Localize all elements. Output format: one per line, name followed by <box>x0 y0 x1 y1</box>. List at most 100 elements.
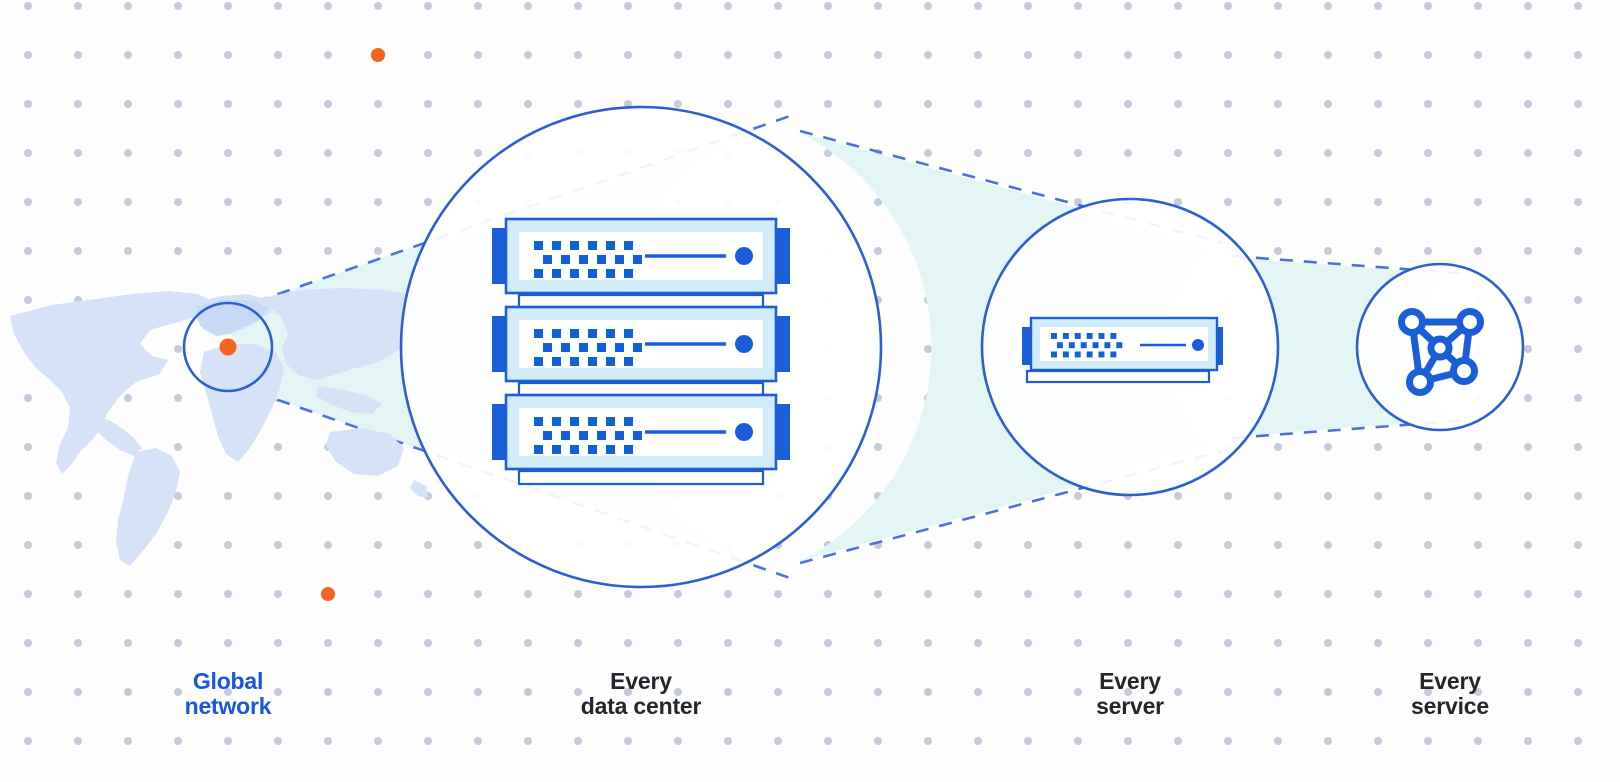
server-vent-square <box>633 431 642 440</box>
grid-dot <box>574 100 582 108</box>
grid-dot <box>874 590 882 598</box>
grid-dot <box>1374 639 1382 647</box>
grid-dot <box>1274 492 1282 500</box>
server-unit-1-led <box>735 247 753 265</box>
grid-dot <box>424 639 432 647</box>
grid-dot <box>724 590 732 598</box>
grid-dot <box>1074 2 1082 10</box>
grid-dot <box>1074 688 1082 696</box>
server-vent-square <box>606 357 615 366</box>
grid-dot <box>724 2 732 10</box>
server-vent-square <box>597 343 606 352</box>
grid-dot <box>1174 51 1182 59</box>
grid-dot <box>874 100 882 108</box>
single-server-shelf <box>1025 369 1211 384</box>
grid-dot <box>1274 2 1282 10</box>
grid-dot <box>474 541 482 549</box>
server-vent-square <box>615 255 624 264</box>
server-vent-square <box>633 255 642 264</box>
grid-dot <box>624 2 632 10</box>
grid-dot <box>274 100 282 108</box>
grid-dot <box>974 2 982 10</box>
grid-dot <box>674 51 682 59</box>
grid-dot <box>1574 443 1582 451</box>
grid-dot <box>974 51 982 59</box>
grid-dot <box>574 737 582 745</box>
grid-dot <box>724 51 732 59</box>
grid-dot <box>1174 492 1182 500</box>
server-unit-3-vents <box>534 417 642 454</box>
grid-dot <box>374 737 382 745</box>
grid-dot <box>774 688 782 696</box>
grid-dot <box>1524 100 1532 108</box>
server-vent-square <box>579 343 588 352</box>
grid-dot <box>1174 198 1182 206</box>
grid-dot <box>524 590 532 598</box>
caption-server: Every server <box>1096 668 1164 719</box>
grid-dot <box>1124 688 1132 696</box>
grid-dot <box>1524 149 1532 157</box>
grid-dot <box>524 639 532 647</box>
server-vent-square <box>543 343 552 352</box>
grid-dot <box>1124 590 1132 598</box>
grid-dot <box>274 247 282 255</box>
grid-dot <box>1024 149 1032 157</box>
mesh-node-top-right <box>1456 308 1484 336</box>
grid-dot <box>1424 247 1432 255</box>
grid-dot <box>24 443 32 451</box>
server-vent-square <box>588 357 597 366</box>
grid-dot <box>174 198 182 206</box>
grid-dot <box>674 737 682 745</box>
grid-dot <box>1474 2 1482 10</box>
grid-dot <box>1174 688 1182 696</box>
grid-dot <box>1024 541 1032 549</box>
grid-dot <box>1374 688 1382 696</box>
stage-circle-global-network <box>182 301 274 393</box>
grid-dot <box>1224 198 1232 206</box>
grid-dot <box>324 51 332 59</box>
grid-dot <box>924 541 932 549</box>
single-server-icon <box>1022 316 1223 384</box>
server-vent-square <box>552 417 561 426</box>
grid-dot <box>1524 541 1532 549</box>
grid-dot <box>1074 590 1082 598</box>
grid-dot <box>374 688 382 696</box>
server-vent-square <box>1086 351 1093 358</box>
grid-dot <box>1224 492 1232 500</box>
grid-dot <box>624 590 632 598</box>
grid-dot <box>1224 737 1232 745</box>
grid-dot <box>174 247 182 255</box>
grid-dot <box>1574 149 1582 157</box>
grid-dot <box>24 492 32 500</box>
grid-dot <box>1424 492 1432 500</box>
server-vent-square <box>606 417 615 426</box>
grid-dot <box>74 541 82 549</box>
grid-dot <box>124 737 132 745</box>
grid-dot <box>1324 443 1332 451</box>
server-vent-square <box>1051 333 1057 339</box>
grid-dot <box>74 639 82 647</box>
grid-dot <box>324 541 332 549</box>
grid-dot <box>974 639 982 647</box>
grid-dot <box>1374 590 1382 598</box>
grid-dot <box>774 100 782 108</box>
continent-southeast-asia <box>316 386 382 414</box>
grid-dot <box>1374 541 1382 549</box>
grid-dot <box>1024 590 1032 598</box>
grid-dot <box>1124 51 1132 59</box>
grid-dot <box>474 639 482 647</box>
grid-dot <box>1424 100 1432 108</box>
grid-dot <box>24 149 32 157</box>
grid-dot <box>1424 149 1432 157</box>
grid-dot <box>1424 51 1432 59</box>
grid-dot <box>1424 688 1432 696</box>
grid-dot <box>224 737 232 745</box>
grid-dot <box>524 100 532 108</box>
caption-global-network: Global network <box>184 668 272 719</box>
grid-dot <box>474 688 482 696</box>
grid-dot <box>174 590 182 598</box>
grid-dot <box>124 394 132 402</box>
single-server-vents <box>1051 333 1123 358</box>
grid-dot <box>174 100 182 108</box>
grid-dot <box>1224 541 1232 549</box>
